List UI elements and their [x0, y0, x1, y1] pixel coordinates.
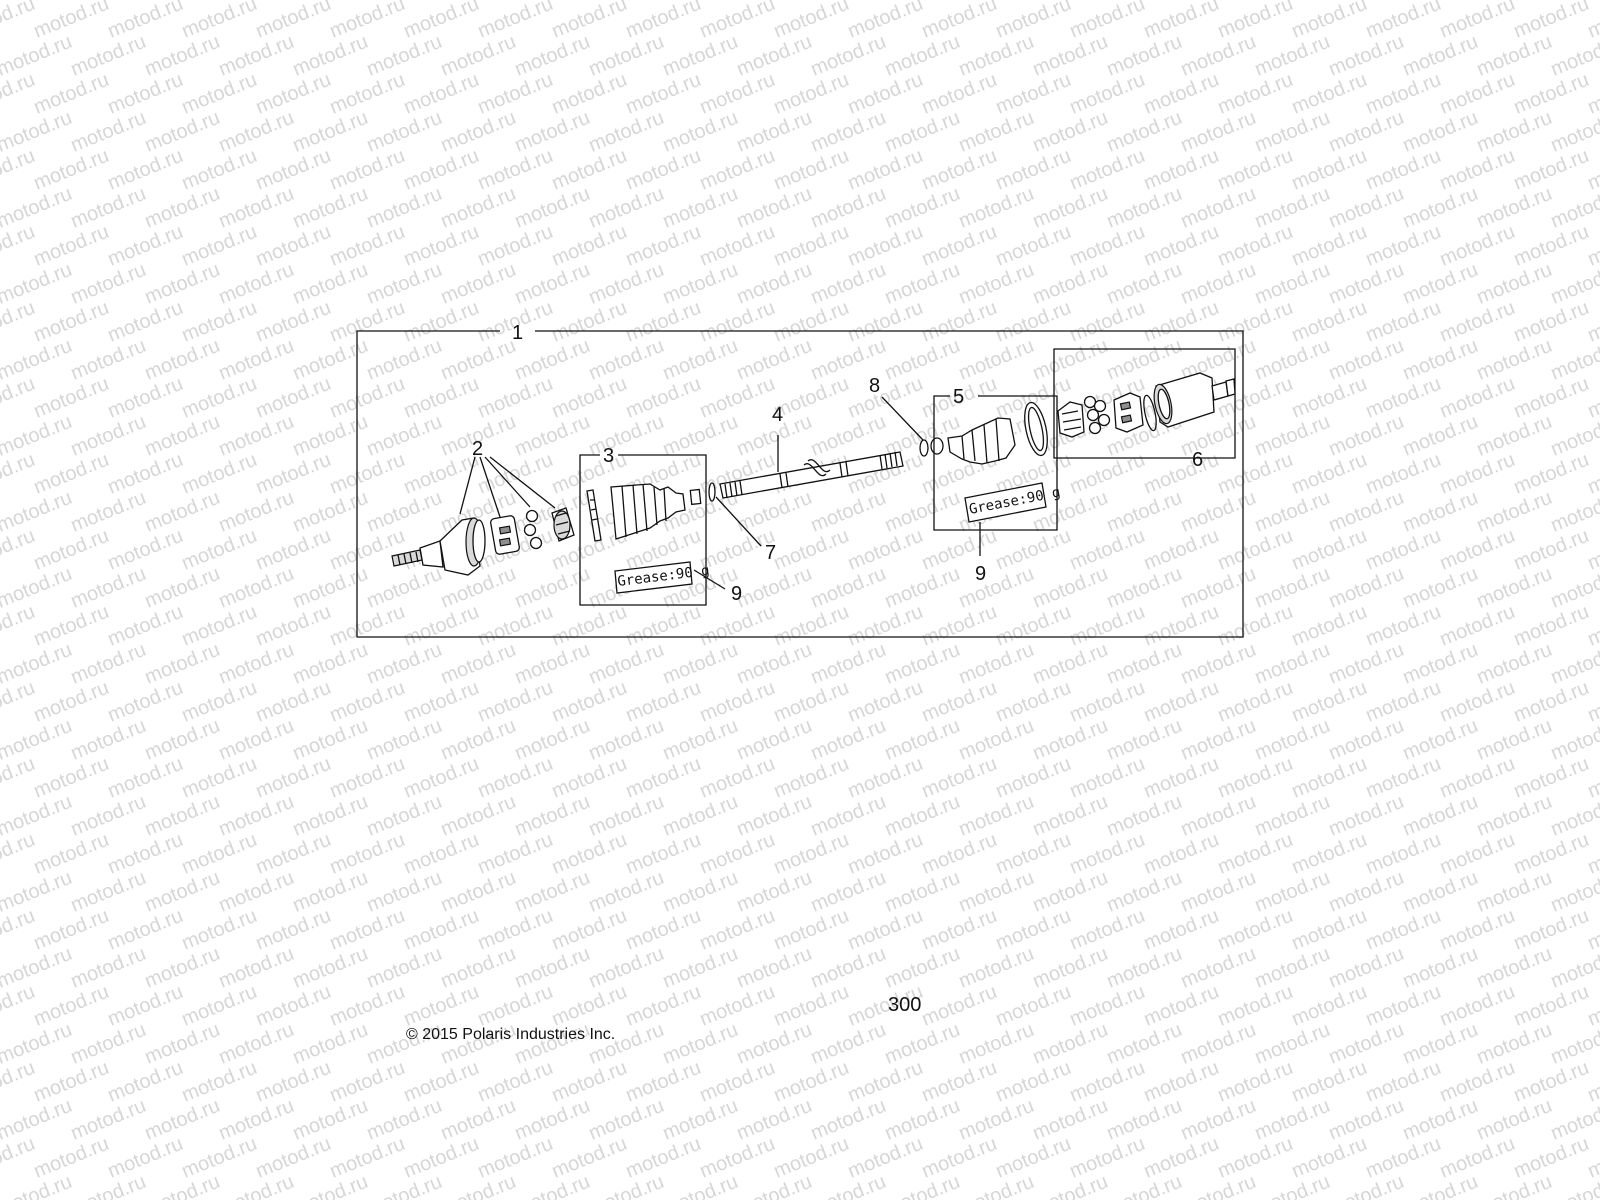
- snap-ring-7: 7: [708, 482, 776, 564]
- boot-kit-3: 3 Grease:90 g 9: [579, 445, 742, 606]
- outer-cv-joint: 2: [391, 438, 575, 576]
- callout-7: 7: [765, 542, 776, 564]
- ring-8: 8: [869, 375, 944, 457]
- callout-9-right: 9: [975, 563, 986, 585]
- page-number: 300: [888, 994, 922, 1016]
- callout-1: 1: [512, 322, 523, 344]
- copyright-notice: © 2015 Polaris Industries Inc.: [406, 1026, 616, 1043]
- axle-shaft-4: 4: [719, 404, 904, 499]
- callout-2: 2: [472, 438, 483, 460]
- callout-3: 3: [603, 445, 614, 467]
- boot-kit-5: 5 Grease:90 g 9: [933, 386, 1062, 585]
- callout-8: 8: [869, 375, 880, 397]
- callout-6: 6: [1192, 449, 1203, 471]
- assembly-frame: 1: [356, 322, 1244, 638]
- callout-5: 5: [953, 386, 964, 408]
- callout-9-left: 9: [731, 583, 742, 605]
- callout-4: 4: [772, 404, 783, 426]
- inner-cv-joint-6: 6: [1053, 348, 1236, 471]
